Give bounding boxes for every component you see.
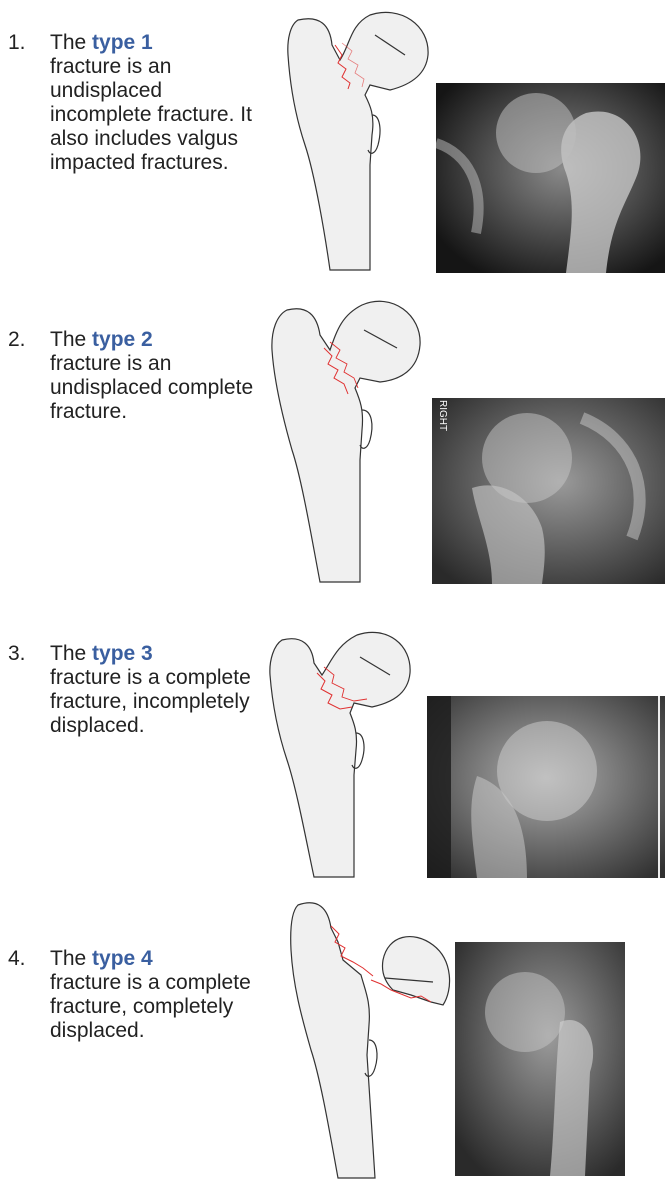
type-label: type 3 (92, 642, 153, 665)
lead-text: The (50, 328, 92, 351)
description-text: fracture is an undisplaced incomplete fr… (50, 55, 252, 174)
item-text: The type 2 fracture is an undisplaced co… (50, 328, 255, 424)
item-number: 2. (8, 328, 26, 352)
xray-side-label: RIGHT (428, 400, 448, 455)
description-text: fracture is a complete fracture, incompl… (50, 666, 251, 737)
xray-image (427, 696, 665, 878)
type-label: type 4 (92, 947, 153, 970)
femur-diagram (262, 625, 422, 880)
femur-diagram (262, 290, 432, 585)
item-text: The type 1 fracture is an undisplaced in… (50, 31, 255, 175)
type-label: type 1 (92, 31, 153, 54)
femur-diagram (280, 5, 445, 275)
item-number: 3. (8, 642, 26, 666)
lead-text: The (50, 947, 92, 970)
xray-image (436, 83, 665, 273)
description-text: fracture is an undisplaced complete frac… (50, 352, 253, 423)
item-number: 4. (8, 947, 26, 971)
item-text: The type 3 fracture is a complete fractu… (50, 642, 255, 738)
item-4: 4. The type 4 fracture is a complete fra… (0, 890, 665, 1182)
type-label: type 2 (92, 328, 153, 351)
item-1: 1. The type 1 fracture is an undisplaced… (0, 0, 665, 290)
description-text: fracture is a complete fracture, complet… (50, 971, 251, 1042)
xray-image (432, 398, 665, 584)
item-number: 1. (8, 31, 26, 55)
item-2: 2. The type 2 fracture is an undisplaced… (0, 290, 665, 590)
lead-text: The (50, 31, 92, 54)
item-3: 3. The type 3 fracture is a complete fra… (0, 590, 665, 890)
xray-image (455, 942, 625, 1176)
femur-diagram (283, 890, 463, 1180)
lead-text: The (50, 642, 92, 665)
item-text: The type 4 fracture is a complete fractu… (50, 947, 255, 1043)
